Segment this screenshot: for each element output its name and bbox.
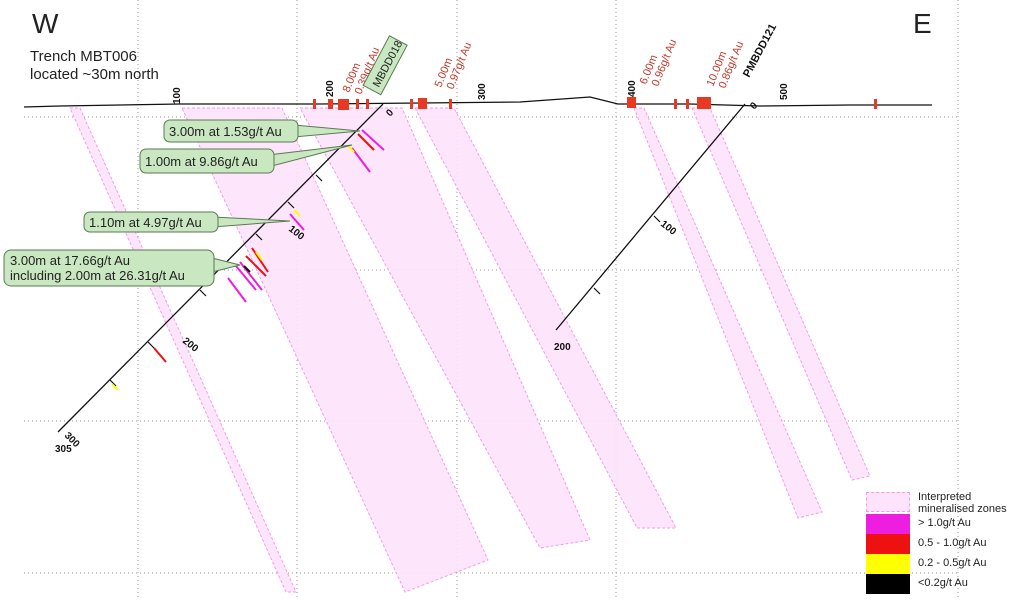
hole-mbdd018-tag (362, 35, 408, 96)
legend: Interpreted mineralised zones > 1.0g/t A… (866, 490, 1022, 596)
legend-item-lt02: <0.2g/t Au (866, 574, 1022, 594)
chainage-100: 100 (172, 87, 183, 104)
legend-label-lt02: <0.2g/t Au (918, 577, 968, 589)
legend-swatch-gt1 (866, 514, 910, 534)
callout-2-text: 1.00m at 9.86g/t Au (145, 154, 258, 169)
callout-leaders (211, 124, 361, 273)
zone-east-thin (633, 107, 823, 519)
legend-label-05-10: 0.5 - 1.0g/t Au (918, 537, 987, 549)
chainage-300: 300 (477, 83, 488, 100)
chainage-400: 400 (627, 80, 638, 97)
chainage-200: 200 (325, 80, 336, 97)
east-direction-label: E (913, 8, 932, 39)
trench-samples (313, 97, 877, 110)
pmbdd121-depth-200: 200 (554, 342, 571, 353)
trench-note-line2: located ~30m north (30, 66, 159, 83)
callout-4-text: 3.00m at 17.66g/t Au (10, 253, 130, 268)
pmbdd121-depth-100: 100 (658, 219, 678, 238)
legend-label-zones: Interpreted mineralised zones (918, 491, 1007, 515)
legend-item-02-05: 0.2 - 0.5g/t Au (866, 554, 1022, 574)
legend-item-gt1: > 1.0g/t Au (866, 514, 1022, 534)
west-direction-label: W (32, 8, 59, 39)
legend-swatch-zones (866, 492, 910, 512)
topography-line (23, 96, 932, 108)
hole-ticks (109, 174, 661, 387)
hole-pmbdd121-name: PMBDD121 (741, 22, 779, 79)
zone-central (414, 107, 677, 529)
trench-note: Trench MBT006 located ~30m north (30, 48, 159, 84)
callout-boxes (3, 119, 299, 287)
hole-pmbdd121-trace (555, 103, 746, 331)
legend-swatch-02-05 (866, 554, 910, 574)
callout-3-text: 1.10m at 4.97g/t Au (89, 215, 202, 230)
trench-note-line1: Trench MBT006 (30, 48, 137, 65)
legend-swatch-05-10 (866, 534, 910, 554)
legend-item-zones: Interpreted mineralised zones (866, 491, 1022, 515)
legend-label-gt1: > 1.0g/t Au (918, 517, 971, 529)
legend-label-02-05: 0.2 - 0.5g/t Au (918, 557, 987, 569)
legend-item-05-10: 0.5 - 1.0g/t Au (866, 534, 1022, 554)
chainage-500: 500 (779, 83, 790, 100)
callout-4-subtext: including 2.00m at 26.31g/t Au (10, 268, 185, 283)
mineralised-zones (69, 107, 871, 593)
mbdd018-depth-305: 305 (55, 444, 72, 455)
legend-swatch-lt02 (866, 574, 910, 594)
hole-assays (111, 129, 385, 391)
callout-1-text: 3.00m at 1.53g/t Au (169, 124, 282, 139)
